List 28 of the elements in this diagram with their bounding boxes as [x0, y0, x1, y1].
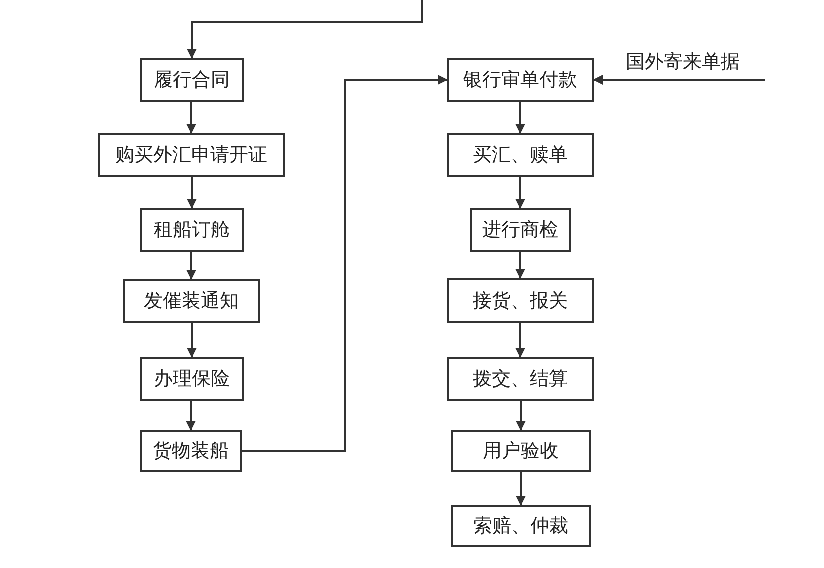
arrow [242, 75, 448, 452]
arrow [186, 401, 196, 431]
arrow [516, 472, 526, 506]
arrow [186, 102, 196, 134]
process-box: 索赔、仲裁 [451, 505, 591, 547]
arrow [516, 252, 526, 279]
process-box: 接货、报关 [447, 278, 594, 323]
process-box: 银行审单付款 [447, 58, 594, 102]
arrow [187, 323, 197, 358]
arrow [187, 0, 423, 59]
process-box: 履行合同 [140, 58, 244, 102]
process-box: 货物装船 [140, 430, 242, 472]
arrow [516, 177, 526, 209]
arrow [516, 102, 526, 134]
process-box: 买汇、赎单 [447, 133, 594, 177]
process-box: 拨交、结算 [447, 357, 594, 401]
process-box: 用户验收 [451, 430, 591, 472]
process-box: 租船订舱 [140, 208, 244, 252]
process-box: 发催装通知 [123, 279, 260, 323]
arrow [516, 401, 526, 431]
edge-label: 国外寄来单据 [626, 50, 740, 75]
process-box: 办理保险 [140, 357, 244, 401]
process-box: 购买外汇申请开证 [98, 133, 285, 177]
arrow [186, 252, 196, 280]
process-box: 进行商检 [470, 208, 571, 252]
arrow [593, 75, 765, 85]
arrow [516, 323, 526, 358]
arrow [187, 177, 197, 209]
